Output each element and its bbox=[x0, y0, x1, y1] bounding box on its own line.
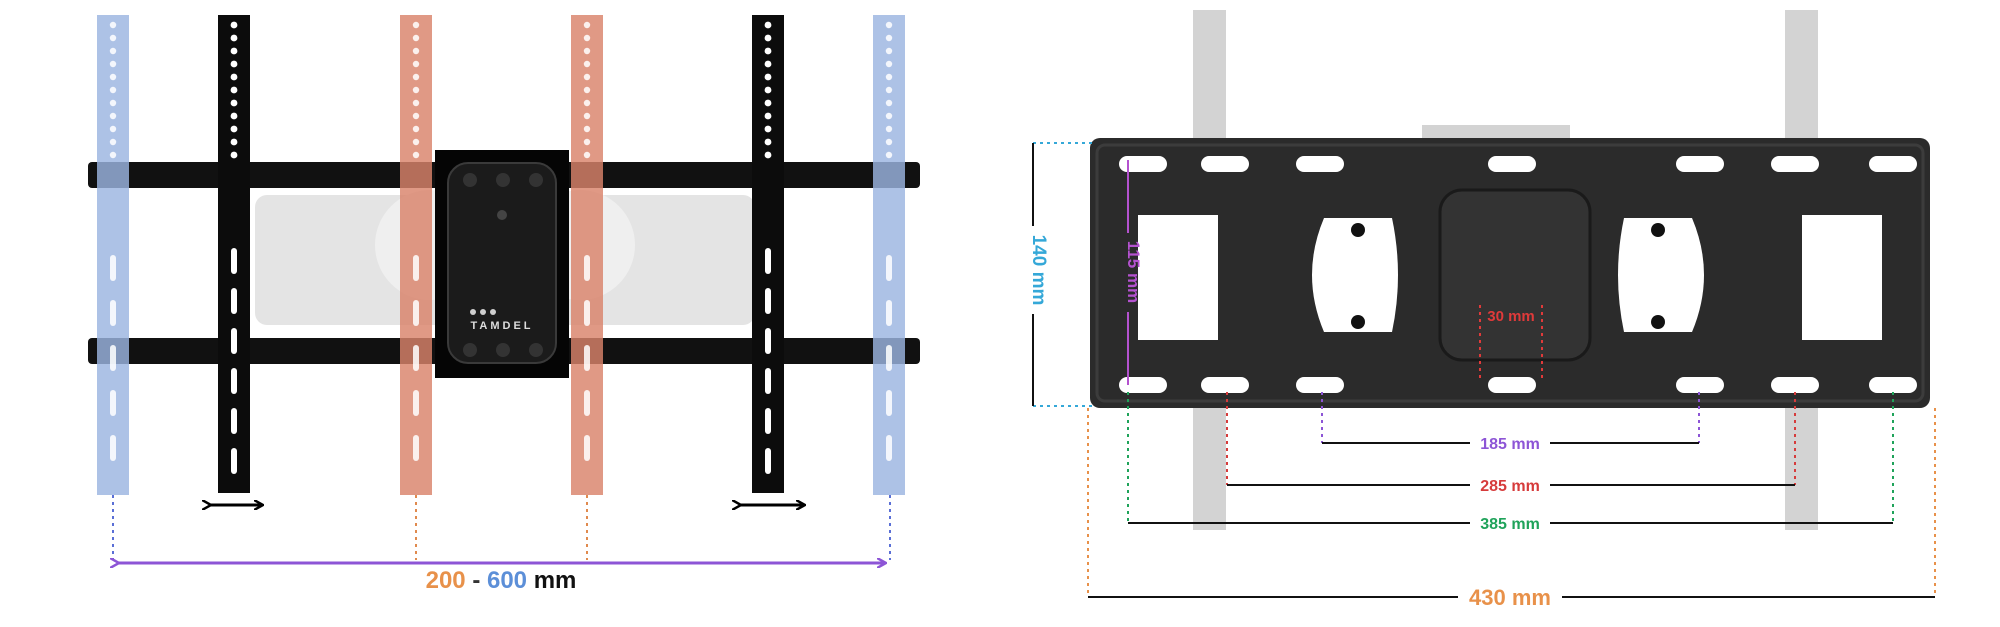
height-inner-label: 115 mm bbox=[1124, 241, 1143, 303]
w3-label: 385 mm bbox=[1480, 516, 1540, 533]
outer-left-rail bbox=[97, 15, 129, 495]
w1-label: 185 mm bbox=[1480, 436, 1540, 453]
right-black-arm bbox=[752, 15, 784, 493]
mounting-slots bbox=[1119, 156, 1917, 393]
main-wall-plate bbox=[1090, 138, 1930, 408]
top-slot bbox=[1296, 156, 1344, 172]
bottom-slot bbox=[1869, 377, 1917, 393]
bottom-slot bbox=[1296, 377, 1344, 393]
colored-position-rails bbox=[97, 15, 905, 495]
bottom-slot bbox=[1771, 377, 1819, 393]
center-wall-plate: TAMDEL bbox=[435, 150, 569, 378]
bottom-slot bbox=[1488, 377, 1536, 393]
wall-plate-top-view: 140 mm 115 mm 30 mm 185 mm 285 mm 385 mm… bbox=[1028, 10, 1936, 610]
inner-left-rail bbox=[400, 15, 432, 495]
adjustable-mount-front-view: TAMDEL 200 - 600 mm bbox=[88, 15, 920, 594]
w4-label: 430 mm bbox=[1469, 585, 1551, 610]
range-unit: mm bbox=[534, 567, 577, 594]
bottom-slot bbox=[1119, 377, 1167, 393]
bottom-slot bbox=[1201, 377, 1249, 393]
range-max: 600 bbox=[487, 567, 527, 594]
top-slot bbox=[1869, 156, 1917, 172]
dimension-lines bbox=[1032, 142, 1936, 598]
inner-right-rail bbox=[571, 15, 603, 495]
bottom-slot bbox=[1676, 377, 1724, 393]
black-tv-arms bbox=[218, 15, 784, 493]
top-slot bbox=[1488, 156, 1536, 172]
w2-label: 285 mm bbox=[1480, 478, 1540, 495]
left-black-arm bbox=[218, 15, 250, 493]
outer-right-rail bbox=[873, 15, 905, 495]
brand-logo-text: TAMDEL bbox=[470, 320, 533, 332]
top-slot bbox=[1771, 156, 1819, 172]
height-outer-label: 140 mm bbox=[1028, 235, 1049, 306]
top-slot bbox=[1201, 156, 1249, 172]
top-slot bbox=[1676, 156, 1724, 172]
top-slot bbox=[1119, 156, 1167, 172]
range-min: 200 bbox=[426, 567, 466, 594]
vesa-range-label: 200 - 600 mm bbox=[426, 567, 577, 594]
range-separator: - bbox=[472, 567, 480, 594]
center-slot-label: 30 mm bbox=[1487, 308, 1535, 325]
